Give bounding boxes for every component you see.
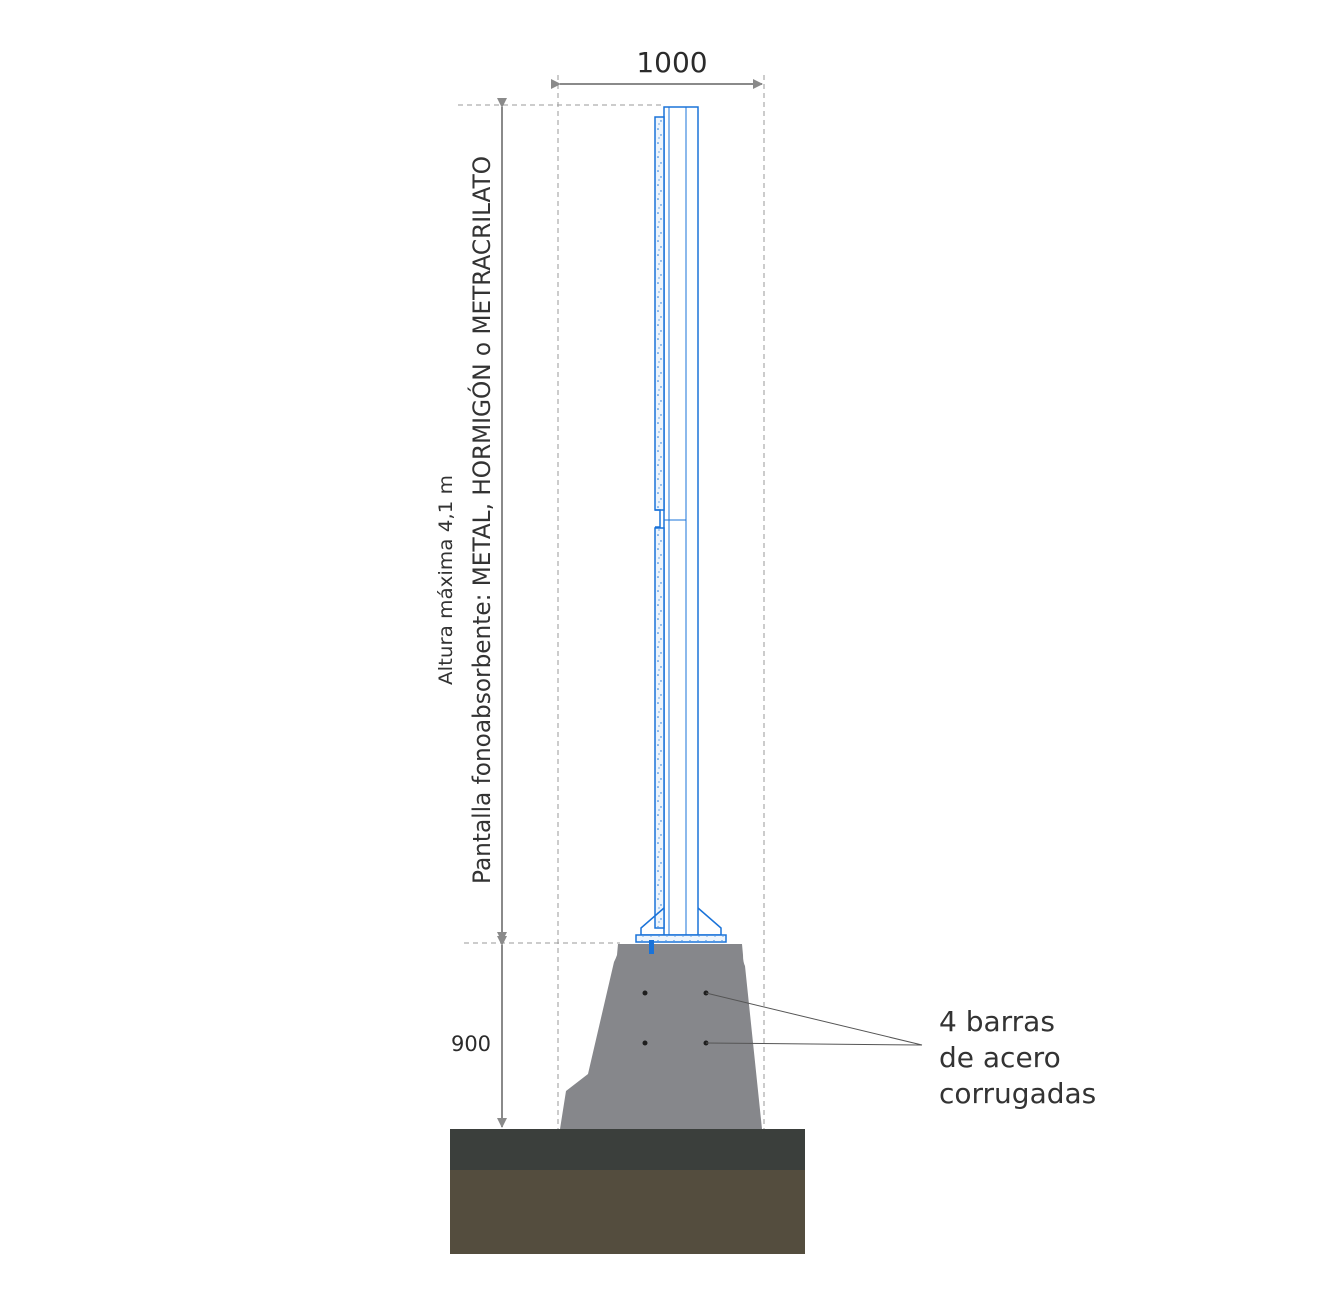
width-dimension-label: 1000	[636, 46, 707, 79]
soil-layer	[450, 1170, 805, 1254]
panel-material-label: Pantalla fonoabsorbente: METAL, HORMIGÓN…	[466, 156, 496, 884]
panel-fill-texture	[656, 118, 663, 509]
callout-leader-line	[705, 992, 923, 1046]
callout-text-line2: de acero	[939, 1041, 1061, 1074]
anchor-bolt	[649, 940, 654, 954]
steel-bar-dot	[642, 1040, 648, 1046]
post-stiffener-right	[697, 907, 722, 936]
base-height-label: 900	[451, 1032, 491, 1056]
asphalt-layer	[450, 1129, 805, 1170]
panel-connector	[655, 509, 661, 528]
max-height-label: Altura máxima 4,1 m	[435, 475, 457, 685]
base-plate-texture	[637, 936, 725, 941]
callout-leader-line	[705, 1042, 923, 1046]
panel-fill-texture	[656, 529, 663, 927]
callout-text-line3: corrugadas	[939, 1077, 1096, 1110]
steel-bar-dot	[642, 990, 648, 996]
acoustic-panel	[635, 106, 727, 954]
callout-text-line1: 4 barras	[939, 1005, 1055, 1038]
concrete-base	[560, 944, 762, 1129]
steel-post	[663, 106, 699, 936]
